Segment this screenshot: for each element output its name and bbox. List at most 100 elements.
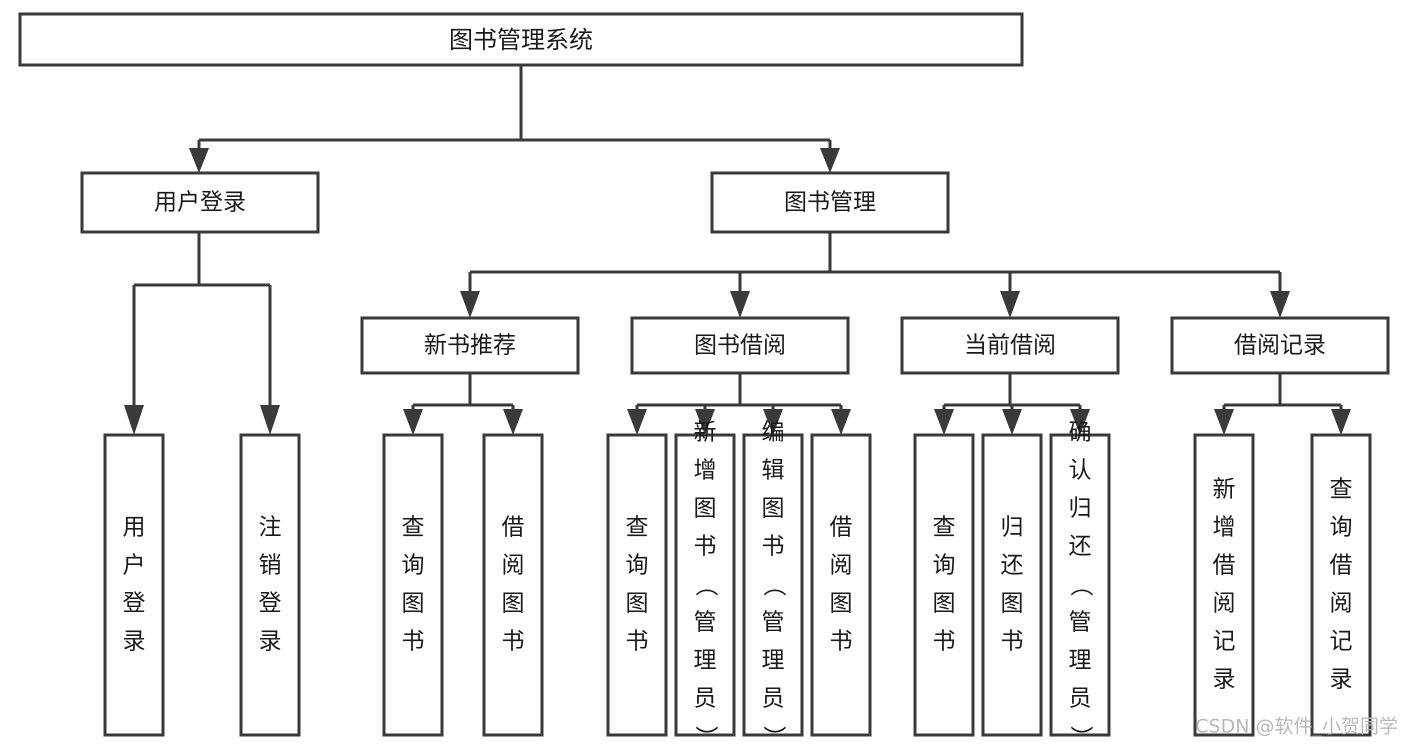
- node-book-management-label: 图书管理: [784, 190, 876, 216]
- svg-text:书: 书: [830, 629, 853, 655]
- leaf-box[interactable]: [1310, 433, 1372, 737]
- arrow-head-borrow-leaf-2: [695, 409, 715, 435]
- connector-group-borrow-record: [1214, 373, 1351, 435]
- svg-text:询: 询: [1330, 515, 1353, 541]
- leaf-box[interactable]: [981, 433, 1043, 737]
- leaf-box[interactable]: [810, 433, 872, 737]
- connector-group-book-mgmt: [460, 232, 1290, 318]
- arrow-head-book-borrow: [730, 291, 750, 318]
- svg-text:理: 理: [694, 648, 717, 674]
- leaf-box[interactable]: [103, 433, 165, 737]
- svg-text:录: 录: [259, 629, 282, 655]
- node-root-system[interactable]: 图书管理系统: [18, 12, 1024, 67]
- node-user-login-box[interactable]: [80, 171, 320, 234]
- svg-text:阅: 阅: [502, 553, 525, 579]
- leaf-box[interactable]: [1193, 433, 1255, 737]
- node-borrow-record-box[interactable]: [1170, 316, 1390, 375]
- svg-text:认: 认: [1069, 458, 1092, 484]
- node-new-book-recommend-box[interactable]: [360, 316, 580, 375]
- leaf-box[interactable]: [239, 433, 301, 737]
- svg-text:查: 查: [933, 515, 956, 541]
- svg-text:询: 询: [402, 553, 425, 579]
- node-new-book-recommend[interactable]: 新书推荐: [360, 316, 580, 375]
- node-book-management[interactable]: 图书管理: [710, 171, 950, 234]
- leaf-box[interactable]: [674, 433, 736, 737]
- leaf-box[interactable]: [606, 433, 668, 737]
- node-root-box[interactable]: [18, 12, 1024, 67]
- svg-text:图: 图: [626, 591, 649, 617]
- svg-text:新: 新: [694, 420, 717, 446]
- svg-text:借: 借: [1330, 553, 1353, 579]
- svg-text:新: 新: [1213, 477, 1236, 503]
- svg-text:录: 录: [1213, 667, 1236, 693]
- svg-text:借: 借: [502, 515, 525, 541]
- node-book-borrow[interactable]: 图书借阅: [630, 316, 850, 375]
- node-book-borrow-box[interactable]: [630, 316, 850, 375]
- svg-text:还: 还: [1069, 534, 1092, 560]
- svg-text:查: 查: [626, 515, 649, 541]
- svg-text:归: 归: [1001, 515, 1024, 541]
- svg-text:）: ）: [1068, 726, 1094, 747]
- node-book-borrow-label: 图书借阅: [694, 333, 786, 359]
- node-user-login-label: 用户登录: [154, 190, 246, 216]
- node-book-management-box[interactable]: [710, 171, 950, 234]
- connector-group-root: [189, 65, 840, 173]
- svg-text:图: 图: [933, 591, 956, 617]
- node-borrow-record-label: 借阅记录: [1234, 333, 1326, 359]
- leaf-box[interactable]: [482, 433, 544, 737]
- node-current-borrow[interactable]: 当前借阅: [900, 316, 1120, 375]
- svg-text:录: 录: [1330, 667, 1353, 693]
- svg-text:借: 借: [830, 515, 853, 541]
- connector-group-new-book: [403, 373, 523, 435]
- node-new-book-recommend-label: 新书推荐: [424, 333, 516, 359]
- svg-text:书: 书: [1001, 629, 1024, 655]
- svg-text:归: 归: [1069, 496, 1092, 522]
- svg-text:（: （: [1068, 574, 1094, 597]
- svg-text:）: ）: [693, 726, 719, 747]
- svg-text:确: 确: [1069, 420, 1092, 446]
- svg-text:书: 书: [933, 629, 956, 655]
- node-borrow-record[interactable]: 借阅记录: [1170, 316, 1390, 375]
- leaf-box[interactable]: [913, 433, 975, 737]
- node-current-borrow-box[interactable]: [900, 316, 1120, 375]
- arrow-head-current-borrow: [1000, 291, 1020, 318]
- arrow-head-to-book-mgmt: [820, 148, 840, 173]
- arrow-head-newbook-leaf-1: [403, 409, 423, 435]
- leaf-box[interactable]: [742, 433, 804, 737]
- node-user-login[interactable]: 用户登录: [80, 171, 320, 234]
- svg-text:查: 查: [1330, 477, 1353, 503]
- svg-text:记: 记: [1213, 629, 1236, 655]
- leaf-box[interactable]: [382, 433, 444, 737]
- svg-text:注: 注: [259, 515, 282, 541]
- leaf-box[interactable]: [1049, 433, 1111, 737]
- svg-text:阅: 阅: [1213, 591, 1236, 617]
- node-current-borrow-label: 当前借阅: [964, 333, 1056, 359]
- arrow-head-record-leaf-2: [1331, 409, 1351, 435]
- svg-text:员: 员: [762, 686, 785, 712]
- leaf-node[interactable]: 用户登录: [103, 433, 165, 737]
- svg-text:图: 图: [502, 591, 525, 617]
- svg-text:图: 图: [694, 496, 717, 522]
- arrow-head-record-leaf-1: [1214, 409, 1234, 435]
